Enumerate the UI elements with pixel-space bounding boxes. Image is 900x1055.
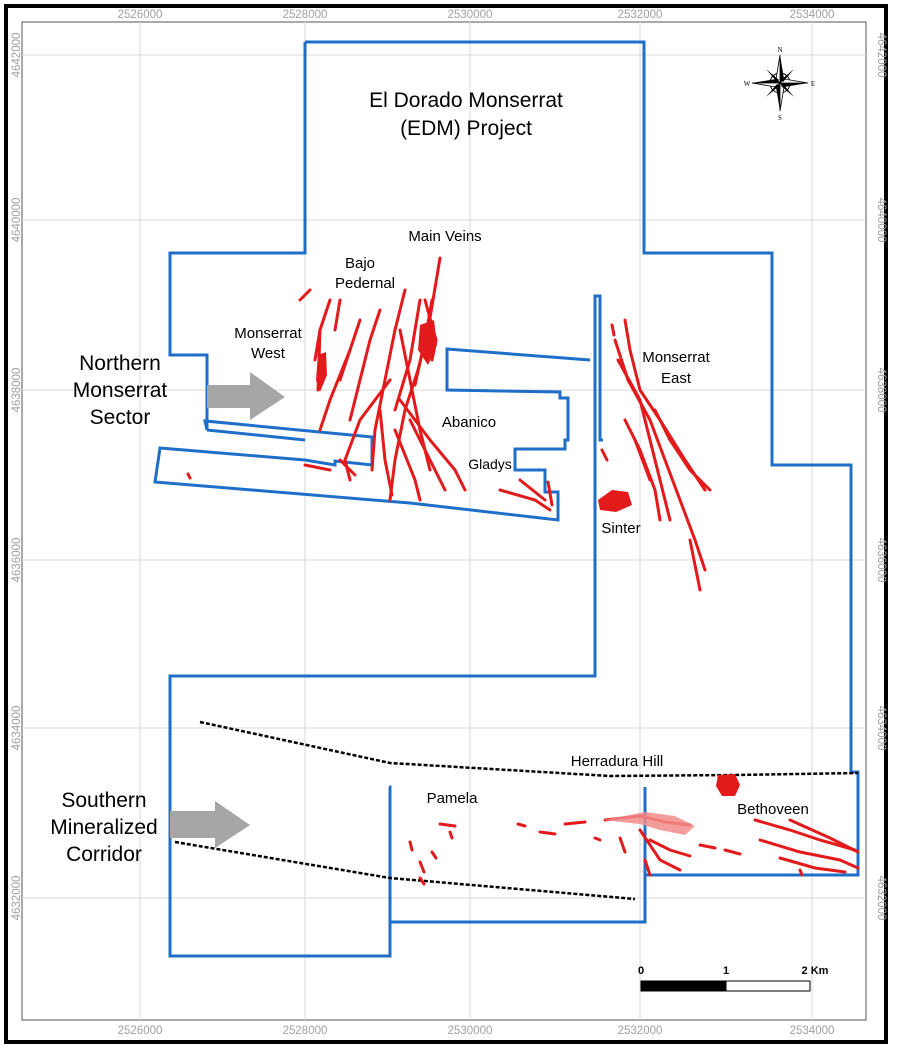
y-tick-left-4: 4636000 — [11, 538, 23, 583]
y-tick-right-1: 4642000 — [875, 33, 887, 78]
compass-rose: N S E W — [744, 46, 815, 122]
label-abanico: Abanico — [442, 414, 496, 431]
northern-sector-label-3: Sector — [90, 406, 151, 429]
label-monserrat-east-2: East — [661, 370, 692, 387]
y-tick-left-1: 4642000 — [11, 33, 23, 78]
label-bethoveen: Bethoveen — [737, 801, 809, 818]
northern-sector-label-2: Monserrat — [73, 379, 168, 402]
south-corridor-arrow — [170, 801, 250, 848]
scale-label-1: 1 — [723, 965, 729, 977]
y-tick-left-6: 4632000 — [11, 876, 23, 921]
x-tick-bottom-5: 2534000 — [790, 1025, 835, 1037]
y-tick-right-3: 4638000 — [875, 368, 887, 413]
compass-e: E — [811, 80, 815, 88]
x-tick-bottom-3: 2530000 — [448, 1025, 493, 1037]
project-title-line1: El Dorado Monserrat — [369, 89, 563, 112]
label-main-veins: Main Veins — [408, 228, 481, 245]
x-tick-top-4: 2532000 — [618, 9, 663, 21]
label-gladys: Gladys — [468, 456, 512, 472]
y-tick-left-3: 4638000 — [11, 368, 23, 413]
compass-s: S — [778, 114, 782, 122]
compass-w: W — [744, 80, 751, 88]
southern-corridor-label-2: Mineralized — [50, 816, 157, 839]
label-monserrat-west-1: Monserrat — [234, 325, 302, 342]
sinter-blob — [598, 490, 632, 512]
label-sinter: Sinter — [601, 520, 640, 537]
northern-sector-label-1: Northern — [79, 352, 161, 375]
y-tick-left-5: 4634000 — [11, 706, 23, 751]
y-tick-right-2: 4640000 — [875, 198, 887, 243]
map-area — [21, 21, 867, 1021]
bethoveen-blob — [716, 774, 740, 796]
fault-line-north — [199, 720, 859, 778]
north-sector-arrow — [207, 372, 285, 420]
boundary-south-inner — [388, 785, 392, 956]
scale-label-2: 2 Km — [802, 965, 829, 977]
compass-n: N — [777, 46, 782, 54]
x-tick-top-5: 2534000 — [790, 9, 835, 21]
y-tick-right-4: 4636000 — [875, 538, 887, 583]
x-tick-top-3: 2530000 — [448, 9, 493, 21]
label-bajo-2: Pedernal — [335, 275, 395, 292]
label-monserrat-west-2: West — [251, 345, 286, 362]
x-tick-top-1: 2526000 — [118, 9, 163, 21]
label-monserrat-east-1: Monserrat — [642, 349, 710, 366]
southern-corridor-label-3: Corridor — [66, 843, 142, 866]
boundary-notch-west — [206, 428, 306, 442]
scale-label-0: 0 — [638, 965, 644, 977]
label-pamela: Pamela — [427, 790, 479, 807]
x-tick-top-2: 2528000 — [283, 9, 328, 21]
vein-blob-west — [316, 352, 327, 392]
veins-east — [600, 318, 712, 592]
fault-line-south — [174, 840, 636, 901]
scale-bar: 0 1 2 Km — [638, 965, 829, 992]
x-tick-bottom-2: 2528000 — [283, 1025, 328, 1037]
boundary-north-west — [153, 42, 591, 522]
y-tick-left-2: 4640000 — [11, 198, 23, 243]
x-tick-bottom-4: 2532000 — [618, 1025, 663, 1037]
label-bajo-1: Bajo — [345, 255, 375, 272]
project-boundary — [168, 40, 860, 958]
label-herradura-hill: Herradura Hill — [571, 753, 664, 770]
y-tick-right-6: 4632000 — [875, 876, 887, 921]
herradura-zone — [603, 812, 695, 835]
project-title-line2: (EDM) Project — [400, 117, 532, 140]
y-tick-right-5: 4634000 — [875, 706, 887, 751]
vein-cluster-main — [418, 320, 437, 365]
southern-corridor-label-1: Southern — [61, 789, 146, 812]
x-tick-bottom-1: 2526000 — [118, 1025, 163, 1037]
